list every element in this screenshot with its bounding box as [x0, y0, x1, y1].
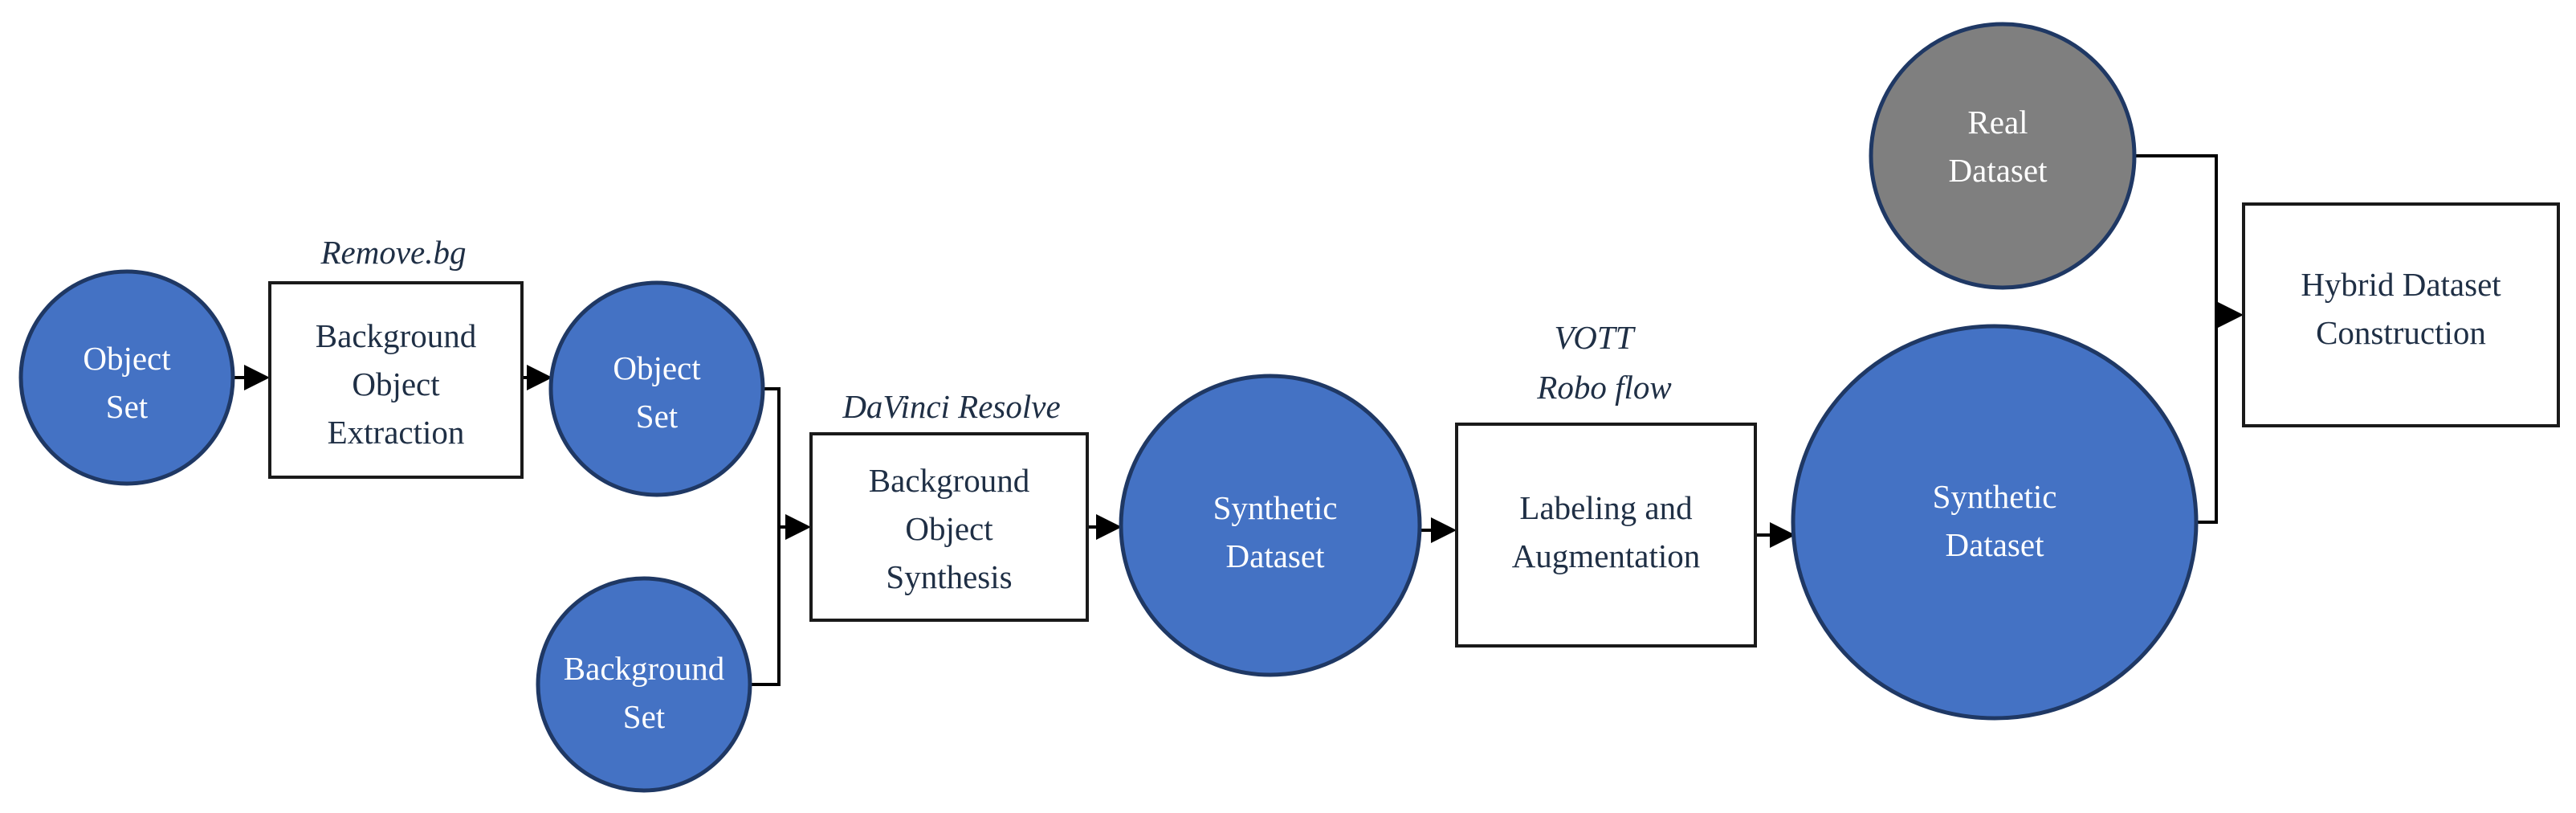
node-real-dataset: Real Dataset [1869, 22, 2137, 290]
node-hybrid-dataset-shape [2242, 202, 2560, 427]
node-background-extraction-label-1: Background [316, 317, 476, 354]
node-synthetic-dataset-1-label-1: Synthetic [1213, 489, 1338, 526]
node-object-set-1-label-2: Set [106, 388, 149, 425]
node-background-extraction-shape [268, 281, 524, 479]
node-background-synthesis-label-1: Background [869, 462, 1029, 499]
connector-real-bracket [2136, 154, 2218, 315]
node-hybrid-dataset: Hybrid Dataset Construction [2242, 202, 2560, 427]
node-object-set-2-shape [548, 280, 765, 497]
node-background-extraction-label-2: Object [352, 366, 440, 402]
node-hybrid-dataset-label-2: Construction [2316, 314, 2486, 351]
connectors [233, 154, 2244, 686]
node-background-synthesis-label-3: Synthesis [886, 558, 1012, 595]
node-object-set-2: Object Set [548, 280, 765, 497]
node-labeling-shape [1455, 423, 1757, 648]
node-labeling-label-2: Augmentation [1512, 537, 1701, 574]
node-object-set-1-label-1: Object [83, 340, 171, 377]
node-synthetic-dataset-2-label-2: Dataset [1946, 526, 2045, 563]
node-synthetic-dataset-2-label-1: Synthetic [1933, 478, 2057, 515]
node-synthetic-dataset-1: Synthetic Dataset [1119, 374, 1422, 677]
connector-synthetic-bracket [2198, 315, 2218, 524]
node-object-set-1-shape [18, 269, 235, 486]
tool-label-vott: VOTT [1554, 319, 1636, 356]
node-labeling: Labeling and Augmentation [1455, 423, 1757, 648]
node-object-set-1: Object Set [18, 269, 235, 486]
tool-label-roboflow: Robo flow [1536, 369, 1672, 406]
node-synthetic-dataset-1-label-2: Dataset [1226, 537, 1326, 574]
node-background-set-label-2: Set [623, 698, 666, 735]
node-background-set-label-1: Background [564, 650, 724, 687]
node-synthetic-dataset-2: Synthetic Dataset [1791, 324, 2199, 721]
node-synthetic-dataset-1-shape [1119, 374, 1422, 677]
node-background-synthesis-shape [809, 432, 1089, 622]
node-labeling-label-1: Labeling and [1519, 489, 1692, 526]
node-real-dataset-shape [1869, 22, 2137, 290]
node-background-set: Background Set [536, 576, 752, 793]
node-background-extraction: Background Object Extraction [268, 281, 524, 479]
connector-background-set-bracket [752, 527, 781, 686]
node-object-set-2-label-1: Object [613, 349, 701, 386]
node-object-set-2-label-2: Set [636, 398, 679, 435]
node-hybrid-dataset-label-1: Hybrid Dataset [2301, 266, 2501, 303]
tool-label-remove-bg: Remove.bg [320, 234, 467, 271]
node-real-dataset-label-2: Dataset [1949, 152, 2048, 189]
node-background-synthesis-label-2: Object [905, 510, 993, 547]
node-background-extraction-label-3: Extraction [328, 414, 465, 451]
node-background-synthesis: Background Object Synthesis [809, 432, 1089, 622]
node-real-dataset-label-1: Real [1967, 104, 2028, 141]
node-background-set-shape [536, 576, 752, 793]
tool-label-davinci: DaVinci Resolve [842, 388, 1060, 425]
connector-object-set-bracket [760, 387, 781, 527]
node-synthetic-dataset-2-shape [1791, 324, 2199, 721]
